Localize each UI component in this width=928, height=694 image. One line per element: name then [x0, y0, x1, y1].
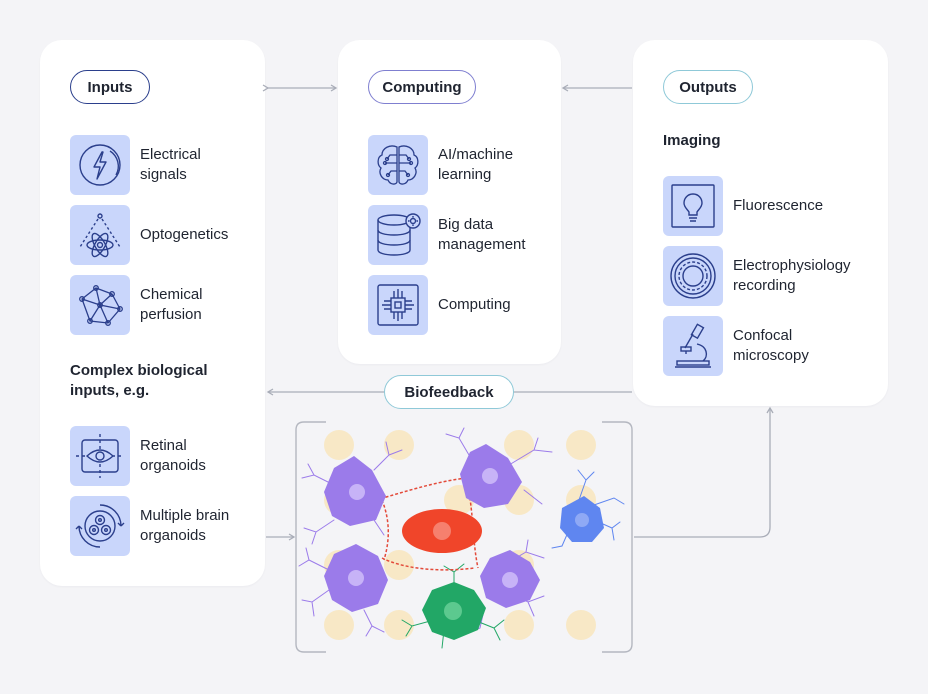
computing-item-ai: AI/machine learning	[368, 135, 513, 195]
output-item-electrophysiology: Electrophysiology recording	[663, 246, 851, 306]
computing-title: Computing	[368, 70, 476, 104]
dendrites	[298, 427, 625, 649]
input-item-multiple-brain-organoids: Multiple brain organoids	[70, 496, 229, 556]
soma-red-center	[402, 509, 482, 553]
arrow-scene-outputs	[634, 406, 774, 538]
concentric-rings-icon	[663, 246, 723, 306]
inputs-title: Inputs	[70, 70, 150, 104]
computing-item-big-data: Big data management	[368, 205, 526, 265]
input-item-retinal-organoids: Retinal organoids	[70, 426, 206, 486]
label-line1: AI/machine	[438, 146, 514, 163]
input-item-optogenetics: Optogenetics	[70, 205, 228, 265]
microscope-icon	[663, 316, 723, 376]
chip-icon	[368, 275, 428, 335]
outputs-title: Outputs	[663, 70, 753, 104]
label-line1: Retinal	[140, 437, 187, 454]
lightning-icon	[70, 135, 130, 195]
lightbulb-icon	[663, 176, 723, 236]
input-item-chemical-perfusion: Chemical perfusion	[70, 275, 203, 335]
neuron-blue-right	[560, 496, 604, 542]
imaging-heading: Imaging	[663, 132, 721, 149]
label-line1: Electrical	[140, 146, 201, 163]
scene-bracket-left	[295, 421, 326, 653]
outputs-card: Outputs Imaging Fluorescence Electrophys…	[633, 40, 888, 406]
input-item-electrical-signals: Electrical signals	[70, 135, 201, 195]
output-item-confocal: Confocal microscopy	[663, 316, 809, 376]
output-item-fluorescence: Fluorescence	[663, 176, 823, 236]
organoid-cluster-icon	[70, 496, 130, 556]
label-line2: learning	[438, 166, 492, 183]
label-line2: signals	[140, 166, 187, 183]
neuron-purple-bottomleft	[324, 544, 388, 612]
label-line2: organoids	[140, 457, 206, 474]
label-line2: recording	[733, 277, 796, 294]
label-line2: microscopy	[733, 347, 809, 364]
label-line1: Big data	[438, 216, 494, 233]
label-line1: Optogenetics	[140, 226, 229, 243]
label-line1: Multiple brain	[140, 507, 230, 524]
inputs-card: Inputs Electrical signals Optogenetics	[40, 40, 265, 586]
label-line1: Electrophysiology	[733, 257, 851, 274]
label-line1: Computing	[438, 296, 511, 313]
molecule-network-icon	[70, 275, 130, 335]
brain-circuit-icon	[368, 135, 428, 195]
light-cone-atom-icon	[70, 205, 130, 265]
label-line2: organoids	[140, 527, 206, 544]
database-gear-icon	[368, 205, 428, 265]
complex-inputs-heading: Complex biological inputs, e.g.	[70, 361, 208, 401]
label-line1: Fluorescence	[733, 197, 824, 214]
heading-line1: Complex biological	[70, 362, 208, 379]
heading-line2: inputs, e.g.	[70, 382, 150, 399]
neuron-purple-topcenter	[460, 444, 522, 508]
neuron-green-bottom	[422, 582, 486, 640]
label-line2: management	[438, 236, 526, 253]
label-line1: Confocal	[733, 327, 793, 344]
neuron-purple-bottomright	[480, 550, 540, 608]
scene-bracket-right	[602, 421, 633, 653]
neuron-culture-illustration	[295, 421, 633, 653]
biofeedback-label: Biofeedback	[384, 375, 514, 409]
label-line2: perfusion	[140, 306, 202, 323]
computing-item-computing: Computing	[368, 275, 511, 335]
neuron-purple-topleft	[324, 456, 386, 526]
eye-icon	[70, 426, 130, 486]
label-line1: Chemical	[140, 286, 203, 303]
